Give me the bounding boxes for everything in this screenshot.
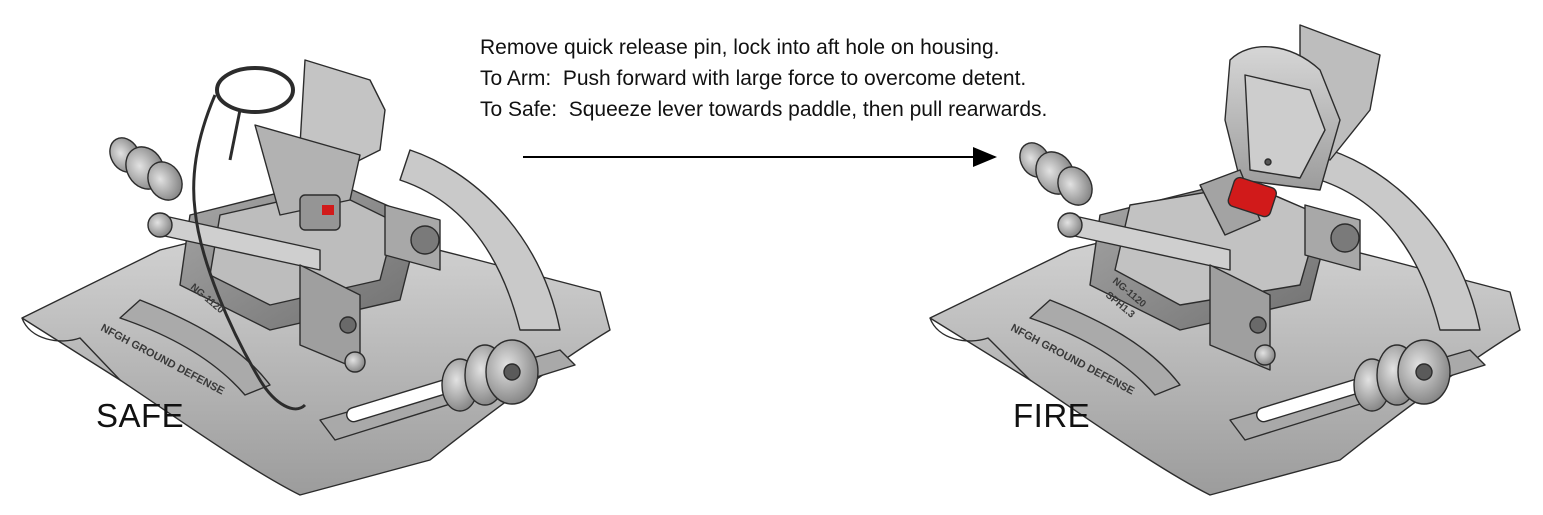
- instruction-line-2: To Arm: Push forward with large force to…: [480, 67, 1027, 90]
- instruction-line-1: Remove quick release pin, lock into aft …: [480, 36, 1000, 59]
- instruction-line-3: To Safe: Squeeze lever towards paddle, t…: [480, 98, 1048, 121]
- instructions-text: Remove quick release pin, lock into aft …: [480, 32, 1047, 125]
- fire-label: FIRE: [1013, 397, 1091, 434]
- fire-mount-illustration: NFGH GROUND DEFENSE NG-1120 SPH1.3: [929, 24, 1521, 496]
- safe-label: SAFE: [96, 397, 185, 434]
- safe-mount-illustration: NFGH GROUND DEFENSE NG-1120: [21, 59, 611, 496]
